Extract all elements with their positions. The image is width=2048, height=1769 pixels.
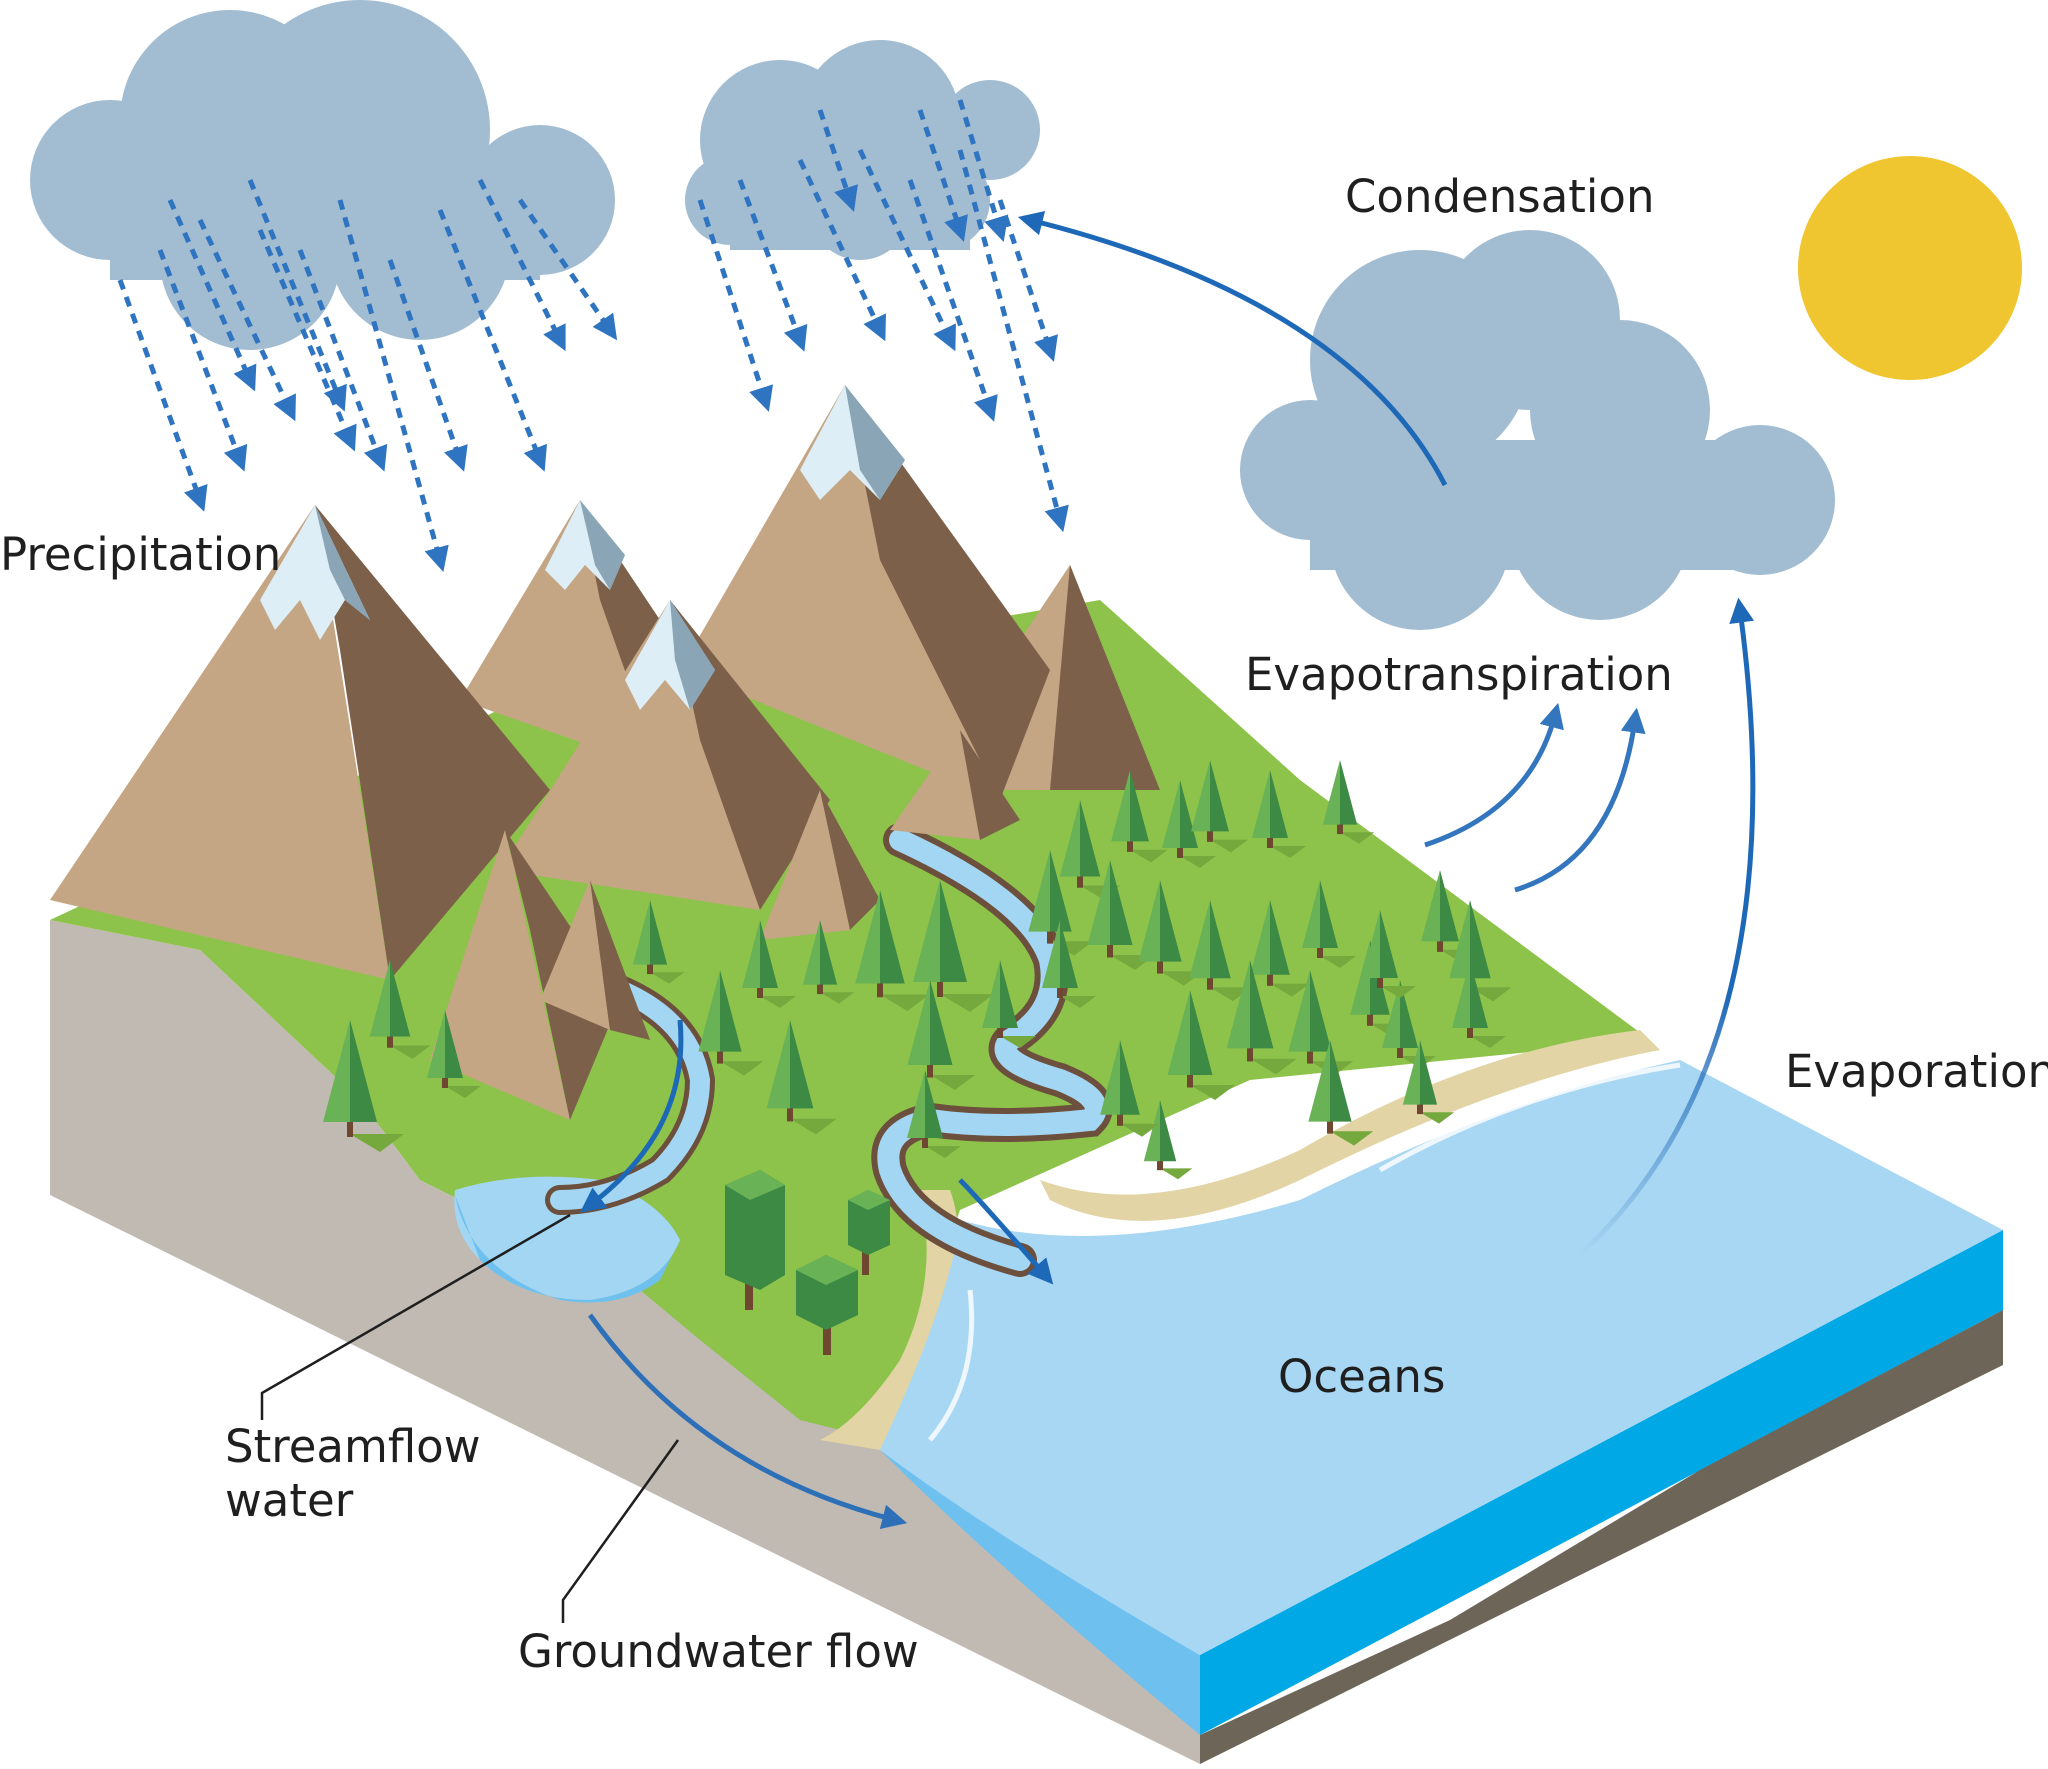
label-oceans: Oceans [1278,1350,1446,1403]
label-streamflow-water: Streamflow water [225,1420,481,1527]
streamflow-leader [260,1213,571,1420]
conifer-tree [742,920,796,1008]
rain-drop-arrow [907,179,998,422]
rain-drop-arrow [817,109,858,212]
ocean-side-seabed [1200,1310,2003,1764]
label-evapotranspiration: Evapotranspiration [1245,648,1673,701]
evaporation-arrow [1578,597,1756,1257]
conifer-tree [1059,800,1121,899]
ground-side [50,920,1200,1764]
rain [117,99,1069,573]
river-left-water [550,980,711,1210]
rain-drop-arrow [167,198,257,392]
rain-drop-arrow [957,99,1009,242]
evapotranspiration-arrow-2 [1514,707,1646,893]
rain-drop-arrow [797,158,886,342]
ocean-side-water [1200,1230,2003,1735]
conifer-tree [1100,1040,1160,1137]
rain-drop-arrow [117,279,208,512]
conifer-tree [907,980,975,1090]
conifer-tree [1250,900,1310,997]
mountain-small-right [760,730,1020,940]
mountain-tall-center [680,385,1050,800]
rain-drop-arrow [297,249,388,472]
sun [1798,156,2022,380]
mountains [50,385,1160,1120]
rain-drop-arrow [157,249,248,472]
conifer-tree [766,1020,837,1135]
rain-drop-arrow [477,178,566,352]
label-condensation: Condensation [1345,170,1655,223]
ocean-wave-2 [928,1289,975,1442]
conifer-tree [1302,880,1356,968]
conifer-tree [1252,770,1306,858]
conifer-tree [323,1020,404,1152]
conifer-tree [1402,1040,1455,1124]
conifer-tree [1308,1040,1374,1146]
conifer-tree [1226,960,1297,1075]
conifer-tree [1087,860,1155,970]
cloud-left [30,0,615,350]
conifer-tree [907,1070,961,1158]
ground-block [50,920,2003,1764]
ocean-surface [880,1060,2003,1655]
groundwater-arrow [587,1313,908,1529]
label-precipitation: Precipitation [0,528,282,581]
rain-drop-arrow [247,179,347,412]
process-arrows [580,210,1756,1529]
rain-drop-arrow [917,109,968,242]
lake [454,1176,680,1303]
conifer-tree [1189,900,1252,1002]
conifer-tree [369,960,431,1059]
conifer-tree [1143,1100,1193,1180]
conifer-tree [855,890,930,1011]
label-evaporation: Evaporation [1785,1045,2048,1098]
conifer-tree [1322,760,1375,844]
conifer-tree [1452,960,1506,1048]
rain-drop-arrow [437,209,547,472]
conifer-tree [1362,910,1416,998]
condensation-arrow [1017,210,1448,487]
mountain-small-front [430,830,650,1120]
streamflow-arrow-lake [580,1019,684,1213]
conifer-tree [1167,990,1235,1100]
block-tree-1 [725,1170,785,1310]
conifer-trees [323,760,1512,1180]
conifer-tree [698,970,764,1076]
beach [1040,1030,1660,1221]
ocean [880,1060,2003,1655]
groundwater-leader [561,1439,680,1623]
ocean-wave-1 [1378,1062,1681,1173]
label-groundwater-flow: Groundwater flow [518,1625,919,1678]
streamflow-arrow-ocean [958,1178,1054,1285]
mountain-left-big [50,505,550,980]
rain-drop-arrow [337,199,449,573]
conifer-tree [1042,920,1096,1008]
underwater-slope [880,1440,1200,1735]
block-tree-3 [796,1255,858,1355]
mountain-center-front [500,600,830,910]
conifer-tree [427,1010,481,1098]
conifer-tree [913,880,994,1012]
rain-drop-arrow [957,149,1069,533]
cloud-right [1240,230,1835,630]
rain-drop-arrow [257,229,357,452]
evapotranspiration-arrow-1 [1424,702,1564,848]
conifer-tree [1111,770,1168,863]
block-tree-2 [848,1190,890,1275]
conifer-tree [632,900,685,984]
lake-water [454,1176,680,1300]
rain-drop-arrow [997,199,1058,362]
conifer-tree [1191,760,1248,853]
block-trees [725,1170,890,1355]
conifer-tree [802,920,855,1004]
conifer-tree [982,960,1036,1048]
rain-drop-arrow [517,198,618,341]
leader-lines [260,1213,680,1623]
